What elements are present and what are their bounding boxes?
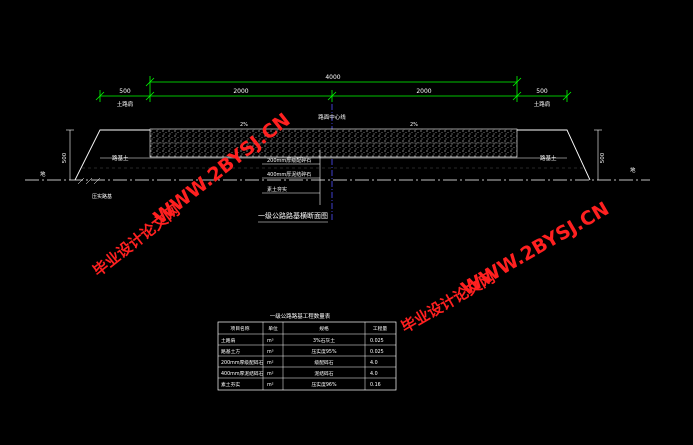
table-cell: m³ [267,338,274,344]
table-cell: m² [267,383,274,388]
right-shoulder-label: 土路肩 [534,100,551,108]
table-header-unit: 单位 [268,325,278,332]
dim-total: 4000 [325,74,340,81]
layer-3-label: 素土夯实 [267,186,287,193]
table-cell: 0.025 [370,349,384,355]
table-title: 一级公路路基工程数量表 [270,312,331,320]
table-cell: 3%石灰土 [313,337,335,344]
dim-right-height: 500 [600,152,606,163]
table-cell: m² [267,361,274,366]
right-slope-pct: 2% [410,122,418,128]
table-cell: 压实度95% [311,348,336,355]
centerline-label: 路面中心线 [318,113,346,121]
left-slope-pct: 2% [240,122,248,128]
dim-left-lane: 2000 [233,88,248,95]
diagram-caption: 一级公路路基横断面图 [258,211,328,220]
table-cell: 4.0 [370,360,378,366]
watermark-text: 毕业设计论文网 [89,201,183,280]
left-shoulder-label: 土路肩 [117,100,134,108]
table-cell: m² [267,372,274,377]
table-cell: 级配碎石 [314,359,333,366]
table-cell: 200mm厚级配碎石 [221,359,264,366]
dim-left-shoulder: 500 [119,88,131,95]
right-ground-label: 地 [630,166,636,174]
layer-leaders [262,150,321,205]
left-fill-label: 路基土 [112,154,129,162]
table-header-qty: 工程量 [373,325,388,332]
table-cell: 泥结碎石 [314,370,333,377]
dim-right-lane: 2000 [416,88,431,95]
table-header-spec: 规格 [319,325,329,332]
table-cell: 400mm厚泥结碎石 [221,370,264,377]
left-ground-label: 地 [40,170,46,178]
subgrade-label: 压实路基 [92,193,112,200]
watermark-text: 毕业设计论文网 [398,268,498,336]
table-cell: 压实度96% [311,381,336,388]
table-cell: 土路肩 [221,337,236,344]
table-cell: 素土夯实 [221,381,240,388]
table-cell: 0.16 [370,382,381,388]
layer-2-label: 400mm厚泥结碎石 [267,171,311,178]
right-fill-label: 路基土 [540,154,557,162]
dim-left-height: 500 [62,152,68,163]
table-cell: 4.0 [370,371,378,377]
table-cell: m³ [267,349,274,355]
table-header-name: 项目名称 [230,325,249,332]
dim-right-shoulder: 500 [536,88,548,95]
road-section [25,128,650,185]
dimension-lines [95,76,572,102]
table-cell: 路基土方 [221,348,240,355]
table-cell: 0.025 [370,338,384,344]
quantity-table: 一级公路路基工程数量表 项目名称 单位 规格 工程量 土路肩 m³ 3%石灰土 … [217,312,397,391]
layer-1-label: 200mm厚级配碎石 [267,157,311,164]
